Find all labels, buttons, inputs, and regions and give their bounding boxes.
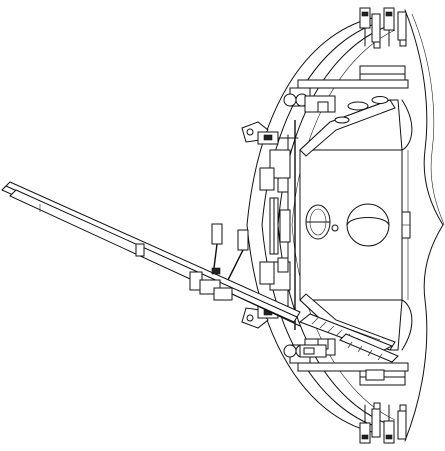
upper-slanted-plate [299, 96, 396, 157]
hatched-insertion-region [299, 313, 399, 363]
bottom-fittings [299, 344, 385, 381]
upper-flange [283, 65, 409, 113]
chamber-ports [305, 203, 390, 247]
diagonal-boom-arm [1, 181, 301, 327]
boom-levers [211, 223, 249, 281]
left-mounting-frame [259, 120, 296, 330]
top-clamp-group [359, 7, 407, 49]
upper-left-clamp [241, 121, 299, 145]
right-boundary-curve [404, 9, 445, 442]
bottom-clamp-group [359, 402, 407, 444]
